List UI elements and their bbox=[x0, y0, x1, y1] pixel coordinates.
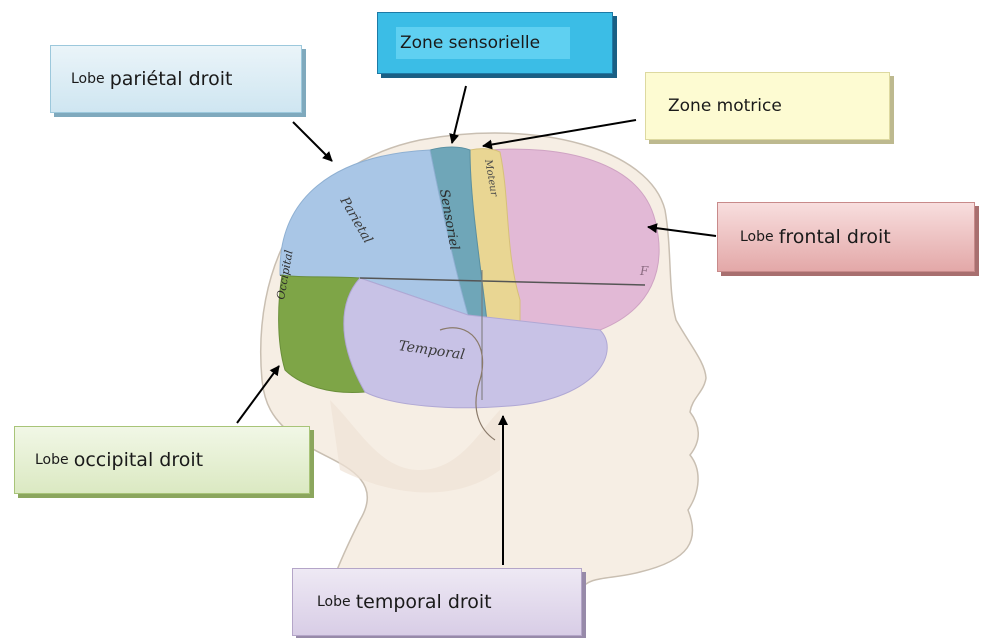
label-name: temporal droit bbox=[356, 591, 492, 613]
label-name: occipital droit bbox=[74, 449, 203, 471]
label-temporal-lobe: Lobe temporal droit bbox=[292, 568, 582, 636]
label-occipital-lobe: Lobe occipital droit bbox=[14, 426, 310, 494]
brain-label-frontal: F bbox=[639, 264, 649, 278]
label-text: Zone sensorielle bbox=[396, 27, 570, 59]
label-motor-zone: Zone motrice bbox=[645, 72, 890, 140]
label-sensory-zone: Zone sensorielle bbox=[377, 12, 613, 74]
label-prefix: Lobe bbox=[35, 452, 69, 468]
label-frontal-lobe: Lobe frontal droit bbox=[717, 202, 975, 272]
label-prefix: Lobe bbox=[740, 229, 774, 245]
arrow-parietal bbox=[293, 122, 332, 161]
label-parietal-lobe: Lobe pariétal droit bbox=[50, 45, 302, 113]
label-prefix: Lobe bbox=[71, 71, 105, 87]
label-text: Zone motrice bbox=[668, 96, 782, 116]
label-name: pariétal droit bbox=[110, 68, 233, 90]
label-name: frontal droit bbox=[779, 226, 891, 248]
label-prefix: Lobe bbox=[317, 594, 351, 610]
